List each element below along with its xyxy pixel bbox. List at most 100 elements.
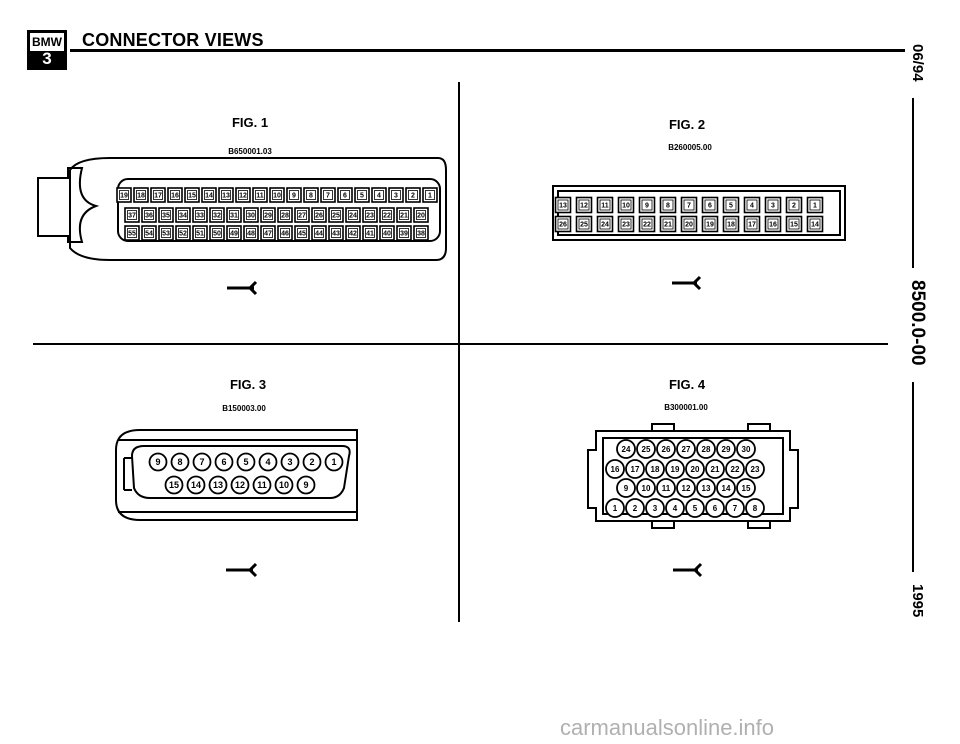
fig-3-pin: 5 — [236, 452, 256, 472]
pin-number: 20 — [417, 213, 425, 220]
fig-2-pin: 4 — [743, 196, 761, 214]
pin-number: 23 — [751, 465, 760, 474]
fig-2-part-number: B260005.00 — [668, 143, 712, 152]
pin-number: 18 — [137, 193, 145, 200]
fig-2-pin: 16 — [764, 215, 782, 233]
fig-2-pin: 6 — [701, 196, 719, 214]
fig-1-pin: 23 — [362, 207, 378, 223]
pin-number: 11 — [257, 480, 267, 490]
pin-number: 40 — [383, 231, 391, 238]
fig-2-pin: 21 — [659, 215, 677, 233]
bmw-logo: BMW 3 — [27, 30, 67, 70]
pin-number: 1 — [428, 193, 432, 200]
pin-number: 3 — [771, 203, 775, 210]
fig-1-pin: 18 — [133, 187, 149, 203]
pin-number: 19 — [120, 193, 128, 200]
pin-number: 2 — [633, 504, 638, 513]
fig-1-pin: 8 — [303, 187, 319, 203]
fig-4-pin: 7 — [725, 498, 745, 518]
fig-4-pin: 28 — [696, 439, 716, 459]
fig-1-pin: 16 — [167, 187, 183, 203]
pin-number: 24 — [601, 222, 609, 229]
fig-3-pin: 15 — [164, 475, 184, 495]
pin-number: 28 — [281, 213, 289, 220]
fig-4-pin: 21 — [705, 459, 725, 479]
fig-1-pin: 11 — [252, 187, 268, 203]
pin-number: 15 — [790, 222, 798, 229]
pin-number: 13 — [213, 480, 223, 490]
fig-2-pin: 17 — [743, 215, 761, 233]
fig-1-pin: 37 — [124, 207, 140, 223]
pin-number: 35 — [162, 213, 170, 220]
fig-4-pin: 26 — [656, 439, 676, 459]
fig-1-pin: 55 — [124, 225, 140, 241]
fig-4-pin: 5 — [685, 498, 705, 518]
fig-3-pin: 9 — [148, 452, 168, 472]
fig-1-pin: 54 — [141, 225, 157, 241]
fig-1-label: FIG. 1 — [231, 115, 269, 130]
pin-number: 7 — [199, 457, 204, 467]
pin-number: 34 — [179, 213, 187, 220]
pin-number: 23 — [366, 213, 374, 220]
pin-number: 9 — [155, 457, 160, 467]
fig-2-pin: 20 — [680, 215, 698, 233]
pin-number: 7 — [326, 193, 330, 200]
pin-number: 1 — [813, 203, 817, 210]
fig-1-pin: 31 — [226, 207, 242, 223]
pin-number: 31 — [230, 213, 238, 220]
pin-number: 49 — [230, 231, 238, 238]
fig-4-pin: 3 — [645, 498, 665, 518]
fig-3-pin: 2 — [302, 452, 322, 472]
pin-number: 14 — [191, 480, 201, 490]
pin-number: 30 — [247, 213, 255, 220]
fig-3-pin: 9 — [296, 475, 316, 495]
pin-number: 12 — [239, 193, 247, 200]
pin-number: 38 — [417, 231, 425, 238]
fig-1-pin: 22 — [379, 207, 395, 223]
pin-number: 13 — [222, 193, 230, 200]
pin-number: 2 — [411, 193, 415, 200]
pin-number: 12 — [235, 480, 245, 490]
fig-3-latch-symbol — [226, 562, 258, 578]
fig-1-pin: 50 — [209, 225, 225, 241]
pin-number: 47 — [264, 231, 272, 238]
fig-1-pin: 13 — [218, 187, 234, 203]
fig-3-pin: 1 — [324, 452, 344, 472]
pin-number: 27 — [682, 445, 691, 454]
fig-1-pin: 28 — [277, 207, 293, 223]
fig-2-pin: 26 — [554, 215, 572, 233]
fig-3-pin: 6 — [214, 452, 234, 472]
pin-number: 25 — [580, 222, 588, 229]
fig-2-pin: 15 — [785, 215, 803, 233]
pin-number: 41 — [366, 231, 374, 238]
fig-3-label: FIG. 3 — [229, 377, 267, 392]
pin-number: 13 — [702, 484, 711, 493]
horizontal-divider — [33, 343, 888, 345]
pin-number: 11 — [601, 203, 609, 210]
pin-number: 46 — [281, 231, 289, 238]
fig-1-latch-symbol — [227, 280, 258, 296]
fig-1-pin: 42 — [345, 225, 361, 241]
fig-1-pin: 48 — [243, 225, 259, 241]
fig-1-pin: 25 — [328, 207, 344, 223]
fig-2-label: FIG. 2 — [668, 117, 706, 132]
vertical-divider — [458, 82, 460, 622]
pin-number: 7 — [733, 504, 738, 513]
pin-number: 8 — [753, 504, 758, 513]
fig-4-pin: 12 — [676, 478, 696, 498]
fig-3-pin: 4 — [258, 452, 278, 472]
fig-4-connector — [587, 423, 799, 529]
fig-4-pin: 29 — [716, 439, 736, 459]
fig-4-pin: 2 — [625, 498, 645, 518]
pin-number: 22 — [643, 222, 651, 229]
pin-number: 51 — [196, 231, 204, 238]
fig-2-pin: 22 — [638, 215, 656, 233]
fig-1-pin: 17 — [150, 187, 166, 203]
pin-number: 28 — [702, 445, 711, 454]
fig-3-pin: 3 — [280, 452, 300, 472]
pin-number: 23 — [622, 222, 630, 229]
pin-number: 17 — [631, 465, 640, 474]
fig-1-pin: 30 — [243, 207, 259, 223]
fig-4-pin: 22 — [725, 459, 745, 479]
